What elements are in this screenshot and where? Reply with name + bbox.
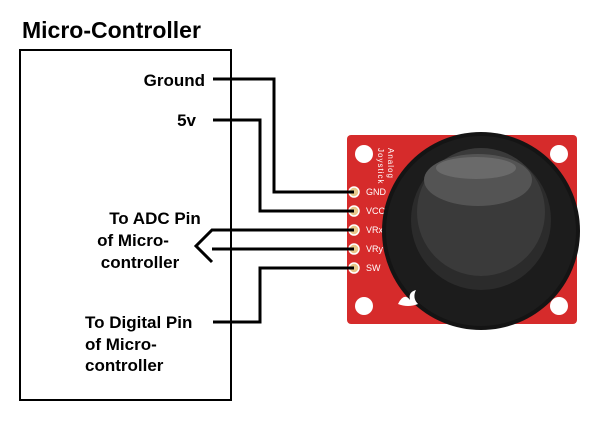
- controller-box: [19, 49, 232, 401]
- mounting-hole-icon: [355, 297, 373, 315]
- mounting-hole-icon: [355, 145, 373, 163]
- board-title-line1: Analog: [386, 148, 395, 179]
- adc-label-line3: controller: [101, 253, 180, 272]
- adc-label-line2: of Micro-: [97, 231, 169, 250]
- pin-label-vry: VRy: [366, 244, 384, 254]
- digital-label-line2: of Micro-: [85, 335, 157, 354]
- mounting-hole-icon: [550, 145, 568, 163]
- ground-label: Ground: [144, 71, 205, 90]
- board-title: Analog Joystick: [376, 148, 395, 184]
- wire-ground: [213, 77, 354, 194]
- power-label: 5v: [177, 111, 196, 130]
- pin-label-vcc: VCC: [366, 206, 386, 216]
- wire-sw: [213, 266, 354, 324]
- digital-label-line3: controller: [85, 356, 164, 375]
- mounting-hole-icon: [550, 297, 568, 315]
- joystick-module: Analog Joystick GND VCC VRx VRy SW: [347, 132, 580, 330]
- wire-5v: [213, 118, 354, 213]
- digital-label: To Digital Pin of Micro- controller: [85, 313, 192, 375]
- wire-vrx: [193, 228, 354, 264]
- adc-label-line1: To ADC Pin: [109, 209, 201, 228]
- wires: [193, 77, 354, 324]
- adc-label: To ADC Pin of Micro- controller: [97, 209, 201, 272]
- board-title-line2: Joystick: [376, 148, 385, 184]
- joystick-knob-icon: [382, 132, 580, 330]
- pin-label-vrx: VRx: [366, 225, 384, 235]
- pin-label-sw: SW: [366, 263, 381, 273]
- sparkfun-flame-icon: [398, 290, 418, 306]
- pin-label-gnd: GND: [366, 187, 387, 197]
- controller-title: Micro-Controller: [22, 17, 201, 43]
- digital-label-line1: To Digital Pin: [85, 313, 192, 332]
